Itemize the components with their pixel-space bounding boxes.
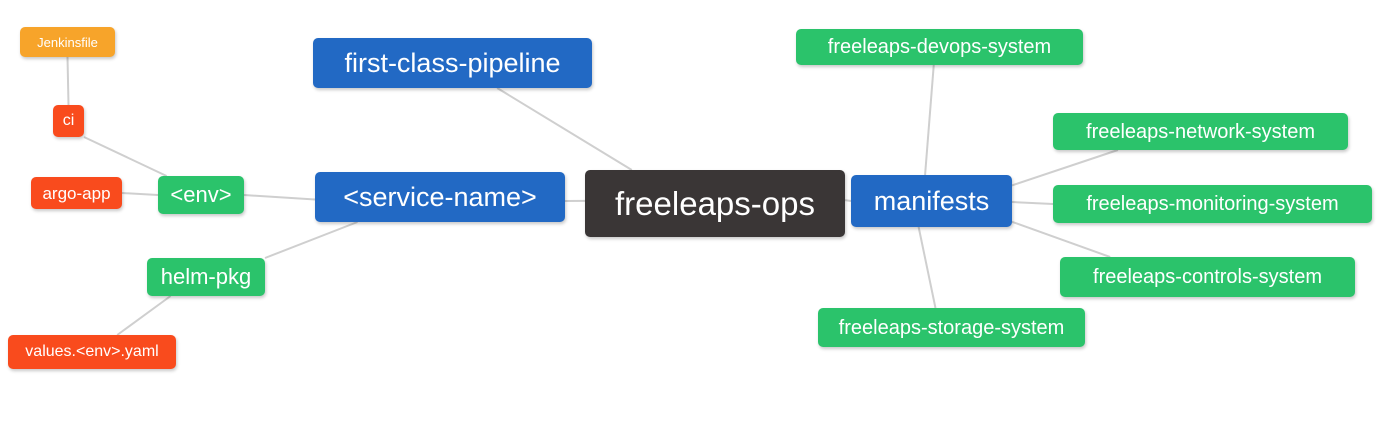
node-freeleaps-controls-system[interactable]: freeleaps-controls-system [1060, 257, 1355, 297]
edge-env-to-service-name [243, 194, 316, 201]
node-freeleaps-monitoring-system[interactable]: freeleaps-monitoring-system [1053, 185, 1372, 223]
node-helm-pkg[interactable]: helm-pkg [147, 258, 265, 296]
node-label: argo-app [42, 183, 111, 203]
node-freeleaps-ops[interactable]: freeleaps-ops [585, 170, 845, 237]
node-label: freeleaps-network-system [1086, 120, 1315, 143]
node-label: freeleaps-monitoring-system [1086, 193, 1339, 215]
node-argo-app[interactable]: argo-app [31, 177, 122, 209]
edge-manifests-to-freeleaps-storage-system [917, 226, 937, 309]
node-label: freeleaps-devops-system [827, 36, 1052, 58]
node-values-env-yaml[interactable]: values.<env>.yaml [8, 335, 176, 369]
node-service-name[interactable]: <service-name> [315, 172, 565, 222]
edge-manifests-to-freeleaps-controls-system [1011, 220, 1111, 258]
node-env[interactable]: <env> [158, 176, 244, 214]
node-label: manifests [873, 185, 990, 216]
edge-jenkinsfile-to-ci [66, 56, 70, 106]
edge-first-class-pipeline-to-freeleaps-ops [496, 87, 633, 171]
node-label: <service-name> [343, 181, 537, 212]
edge-service-name-to-helm-pkg [264, 221, 358, 259]
node-manifests[interactable]: manifests [851, 175, 1012, 227]
node-label: freeleaps-storage-system [838, 316, 1065, 339]
node-ci[interactable]: ci [53, 105, 84, 137]
edge-manifests-to-freeleaps-devops-system [924, 64, 935, 176]
node-label: freeleaps-controls-system [1093, 266, 1322, 288]
node-label: <env> [170, 182, 232, 207]
edge-manifests-to-freeleaps-monitoring-system [1011, 201, 1054, 205]
edge-freeleaps-ops-to-manifests [844, 199, 852, 202]
node-label: helm-pkg [160, 264, 252, 289]
node-jenkinsfile[interactable]: Jenkinsfile [20, 27, 115, 57]
node-first-class-pipeline[interactable]: first-class-pipeline [313, 38, 592, 88]
node-label: ci [62, 112, 75, 129]
node-freeleaps-devops-system[interactable]: freeleaps-devops-system [796, 29, 1083, 65]
edge-manifests-to-freeleaps-network-system [1011, 149, 1119, 187]
node-label: Jenkinsfile [37, 34, 98, 50]
edge-helm-pkg-to-values-env-yaml [116, 295, 172, 336]
edge-ci-to-env [83, 136, 168, 177]
node-freeleaps-storage-system[interactable]: freeleaps-storage-system [818, 308, 1085, 347]
node-label: freeleaps-ops [615, 185, 815, 222]
node-label: first-class-pipeline [344, 47, 561, 78]
edge-argo-app-to-env [121, 192, 159, 196]
node-label: values.<env>.yaml [25, 343, 159, 360]
node-freeleaps-network-system[interactable]: freeleaps-network-system [1053, 113, 1348, 150]
